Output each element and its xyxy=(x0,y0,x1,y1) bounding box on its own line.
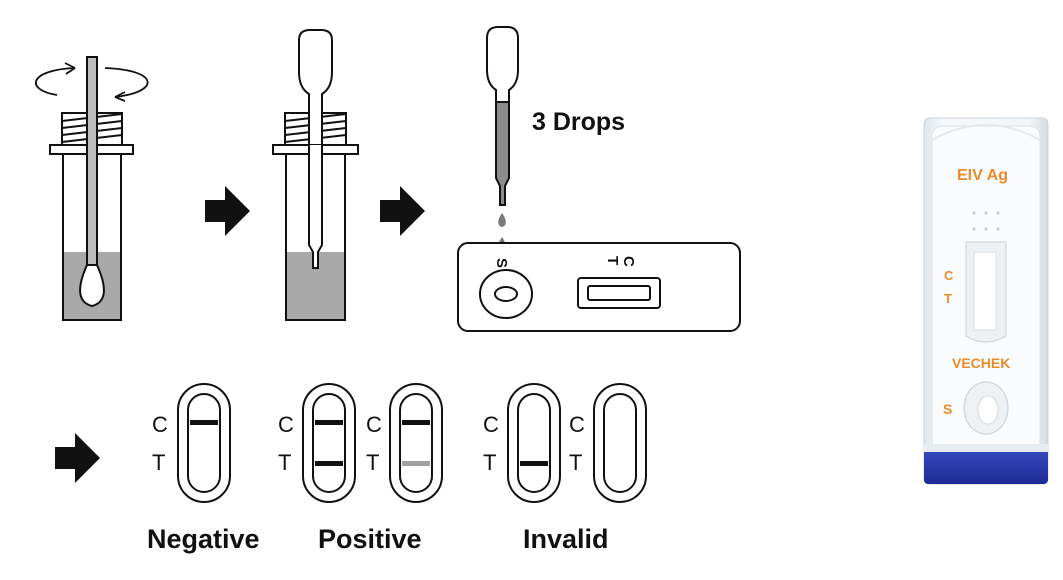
control-line xyxy=(402,420,430,425)
arrow-right-icon xyxy=(380,186,425,236)
positive-label: Positive xyxy=(318,524,422,554)
cassette-test-mark: T xyxy=(604,256,621,265)
cassette-sample-mark: S xyxy=(493,258,510,268)
arrow-right-icon xyxy=(205,186,250,236)
device-photo xyxy=(923,117,1049,485)
test-cassette xyxy=(457,242,741,332)
negative-label: Negative xyxy=(147,524,260,554)
strip-c-label: C xyxy=(569,412,585,437)
strip-c-label: C xyxy=(152,412,168,437)
strip-negative xyxy=(177,383,231,503)
step2-tube-with-dropper xyxy=(272,29,359,321)
device-product-name: EIV Ag xyxy=(957,167,1008,184)
device-control-mark: C xyxy=(944,268,954,283)
strip-positive-weak xyxy=(389,383,443,503)
test-line xyxy=(520,461,548,466)
strip-c-label: C xyxy=(278,412,294,437)
invalid-label: Invalid xyxy=(523,524,609,554)
strip-invalid-blank xyxy=(593,383,647,503)
strip-t-label: T xyxy=(366,450,379,475)
cassette-control-mark: C xyxy=(620,256,637,267)
device-sample-mark: S xyxy=(943,401,952,417)
test-line xyxy=(315,461,343,466)
strip-positive-strong xyxy=(302,383,356,503)
arrow-right-icon xyxy=(55,433,100,483)
rotation-arrows-icon xyxy=(35,62,149,102)
strip-t-label: T xyxy=(278,450,291,475)
device-brand: VECHEK xyxy=(952,355,1010,371)
device-base xyxy=(924,448,1048,484)
drops-label: 3 Drops xyxy=(532,108,625,136)
strip-t-label: T xyxy=(152,450,165,475)
strip-invalid-test-only xyxy=(507,383,561,503)
strip-t-label: T xyxy=(483,450,496,475)
strip-t-label: T xyxy=(569,450,582,475)
test-line xyxy=(402,461,430,466)
device-test-mark: T xyxy=(944,291,952,306)
strip-c-label: C xyxy=(366,412,382,437)
control-line xyxy=(190,420,218,425)
step3-dropper xyxy=(486,26,519,206)
control-line xyxy=(315,420,343,425)
strip-c-label: C xyxy=(483,412,499,437)
step1-tube-with-swab xyxy=(49,56,134,321)
